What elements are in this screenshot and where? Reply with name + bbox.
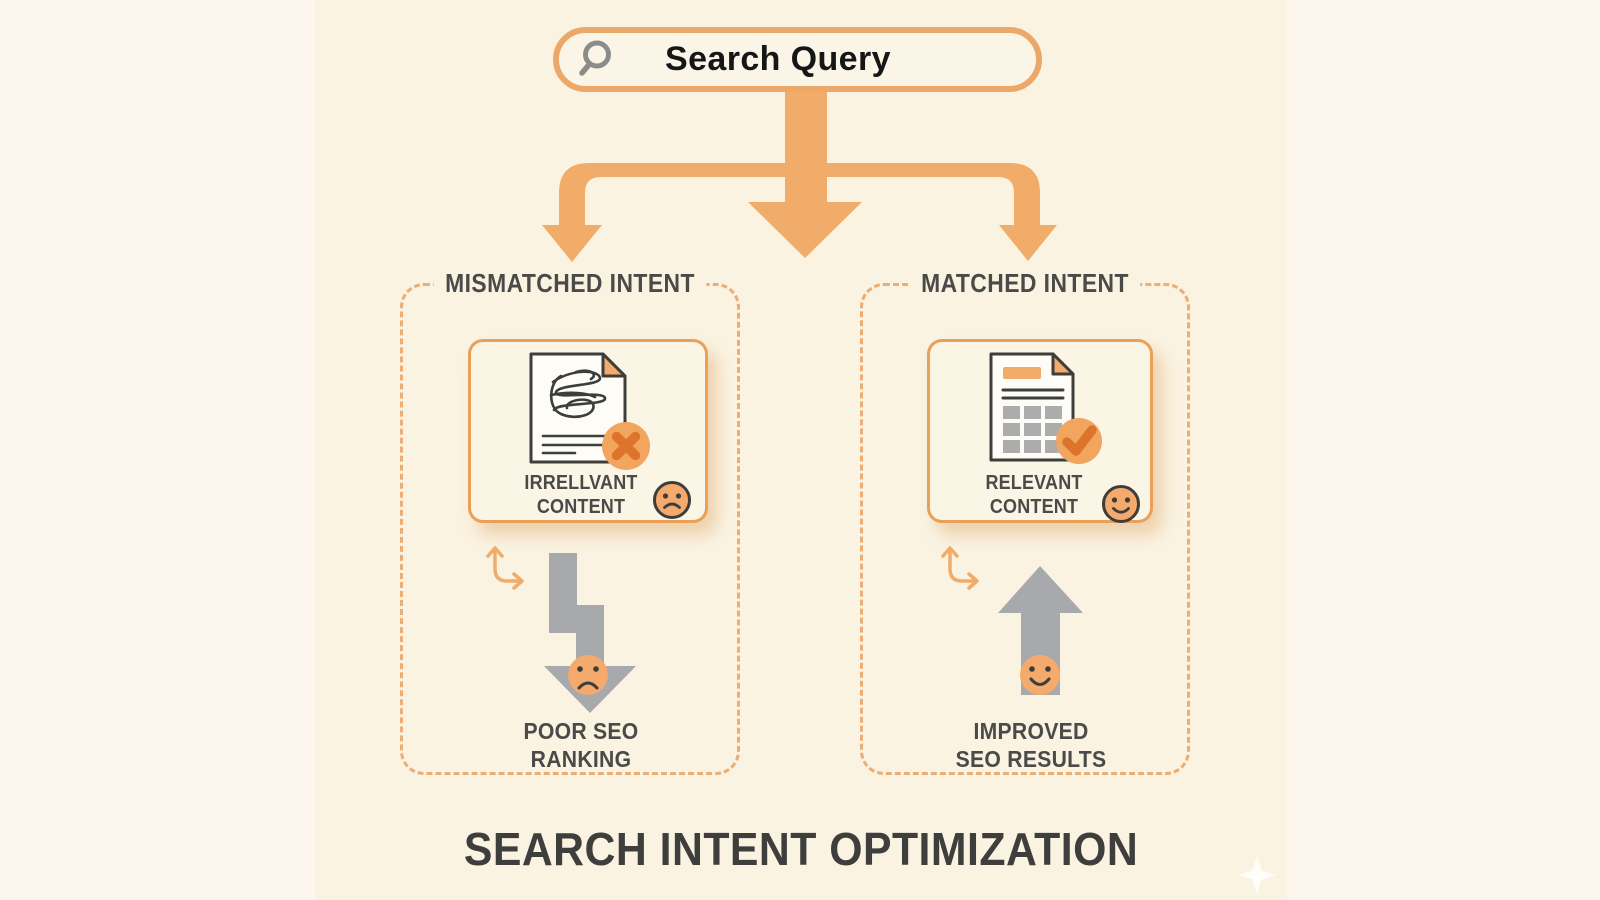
scribble-document-icon (529, 352, 650, 470)
structured-document-icon (989, 352, 1102, 464)
search-icon (579, 40, 611, 76)
sad-face-icon (568, 655, 608, 695)
zigzag-down-arrow-icon (544, 553, 636, 713)
happy-face-icon (1102, 485, 1140, 523)
relevant-content-card: RELEVANT CONTENT (927, 339, 1153, 523)
matched-intent-title: MATCHED INTENT (909, 269, 1141, 298)
up-arrow-icon (998, 566, 1083, 695)
search-bar: Search Query (553, 27, 1042, 92)
three-way-branch-arrow-icon (542, 90, 1057, 262)
elbow-arrow-icon (486, 546, 524, 590)
mismatched-intent-title: MISMATCHED INTENT (433, 269, 707, 298)
irrelevant-content-card: IRRELLVANT CONTENT (468, 339, 708, 523)
sad-face-icon (653, 481, 691, 519)
elbow-arrow-icon (941, 546, 979, 590)
search-query-label: Search Query (665, 40, 891, 78)
happy-face-icon (1020, 655, 1060, 695)
improved-seo-results-label: IMPROVED SEO RESULTS (955, 718, 1107, 772)
relevant-content-label: RELEVANT CONTENT (985, 472, 1083, 518)
matched-intent-box: MATCHED INTENT RELEVANT (860, 269, 1190, 775)
poor-seo-ranking-label: POOR SEO RANKING (523, 718, 639, 772)
mismatched-intent-box: MISMATCHED INTENT IRRELLVANT (400, 269, 740, 775)
page-title: SEARCH INTENT OPTIMIZATION (463, 823, 1139, 875)
irrelevant-content-label: IRRELLVANT CONTENT (524, 472, 638, 518)
